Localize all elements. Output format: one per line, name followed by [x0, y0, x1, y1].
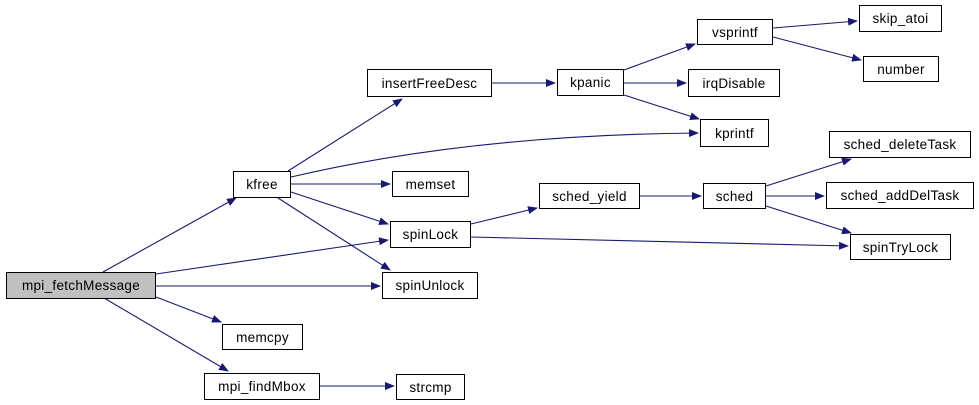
node-label: memset	[405, 176, 456, 192]
node-mpi_fetchMessage: mpi_fetchMessage	[6, 272, 156, 299]
node-kfree[interactable]: kfree	[233, 171, 291, 198]
node-label: irqDisable	[702, 75, 766, 91]
edge-kfree-to-spinUnlock	[277, 197, 391, 271]
node-mpi_findMbox[interactable]: mpi_findMbox	[204, 373, 320, 400]
node-vsprintf[interactable]: vsprintf	[697, 19, 773, 45]
node-spinTryLock[interactable]: spinTryLock	[850, 234, 951, 260]
node-label: spinTryLock	[862, 239, 939, 255]
node-label: mpi_fetchMessage	[21, 278, 141, 293]
node-label: insertFreeDesc	[381, 75, 478, 91]
edge-kfree-to-spinLock	[290, 191, 389, 225]
edge-mpi_fetchMessage-to-kfree	[102, 197, 237, 273]
node-label: mpi_findMbox	[218, 379, 306, 394]
node-label: kprintf	[715, 125, 754, 141]
edge-vsprintf-to-number	[772, 36, 862, 62]
edge-spinLock-to-sched_yield	[470, 206, 538, 225]
node-kprintf[interactable]: kprintf	[700, 119, 769, 147]
node-label: spinLock	[402, 227, 459, 242]
edge-vsprintf-to-skip_atoi	[772, 17, 858, 29]
edge-mpi_fetchMessage-to-spinLock	[155, 237, 389, 275]
edge-spinLock-to-spinTryLock	[470, 236, 849, 250]
edge-kfree-to-kprintf	[290, 129, 699, 178]
node-label: sched	[715, 188, 754, 204]
node-memcpy[interactable]: memcpy	[222, 324, 303, 350]
node-sched_addDelTask[interactable]: sched_addDelTask	[826, 182, 974, 209]
edge-sched-to-spinTryLock	[765, 205, 852, 235]
edge-kpanic-to-vsprintf	[623, 43, 696, 71]
node-label: sched_yield	[552, 188, 627, 204]
node-label: sched_deleteTask	[843, 137, 957, 152]
node-spinUnlock[interactable]: spinUnlock	[382, 272, 478, 299]
node-insertFreeDesc[interactable]: insertFreeDesc	[367, 69, 492, 97]
node-label: memcpy	[236, 329, 289, 345]
node-irqDisable[interactable]: irqDisable	[688, 69, 780, 97]
edge-mpi_fetchMessage-to-mpi_findMbox	[103, 297, 229, 372]
node-label: vsprintf	[712, 24, 758, 40]
node-label: skip_atoi	[872, 11, 929, 26]
node-label: spinUnlock	[395, 278, 465, 293]
node-label: strcmp	[409, 379, 452, 395]
node-sched[interactable]: sched	[703, 183, 766, 209]
node-kpanic[interactable]: kpanic	[557, 69, 624, 96]
node-label: kpanic	[570, 75, 611, 90]
node-skip_atoi[interactable]: skip_atoi	[859, 5, 942, 32]
edge-kpanic-to-kprintf	[623, 94, 700, 121]
node-memset[interactable]: memset	[392, 171, 469, 197]
edge-kfree-to-insertFreeDesc	[287, 98, 403, 172]
node-sched_yield[interactable]: sched_yield	[539, 183, 640, 209]
node-number[interactable]: number	[863, 56, 939, 82]
node-sched_deleteTask[interactable]: sched_deleteTask	[829, 131, 971, 158]
node-label: kfree	[246, 177, 278, 192]
node-spinLock[interactable]: spinLock	[390, 221, 471, 248]
edge-mpi_fetchMessage-to-memcpy	[155, 296, 222, 323]
node-label: number	[877, 61, 925, 77]
node-strcmp[interactable]: strcmp	[396, 374, 465, 400]
node-label: sched_addDelTask	[840, 188, 960, 203]
